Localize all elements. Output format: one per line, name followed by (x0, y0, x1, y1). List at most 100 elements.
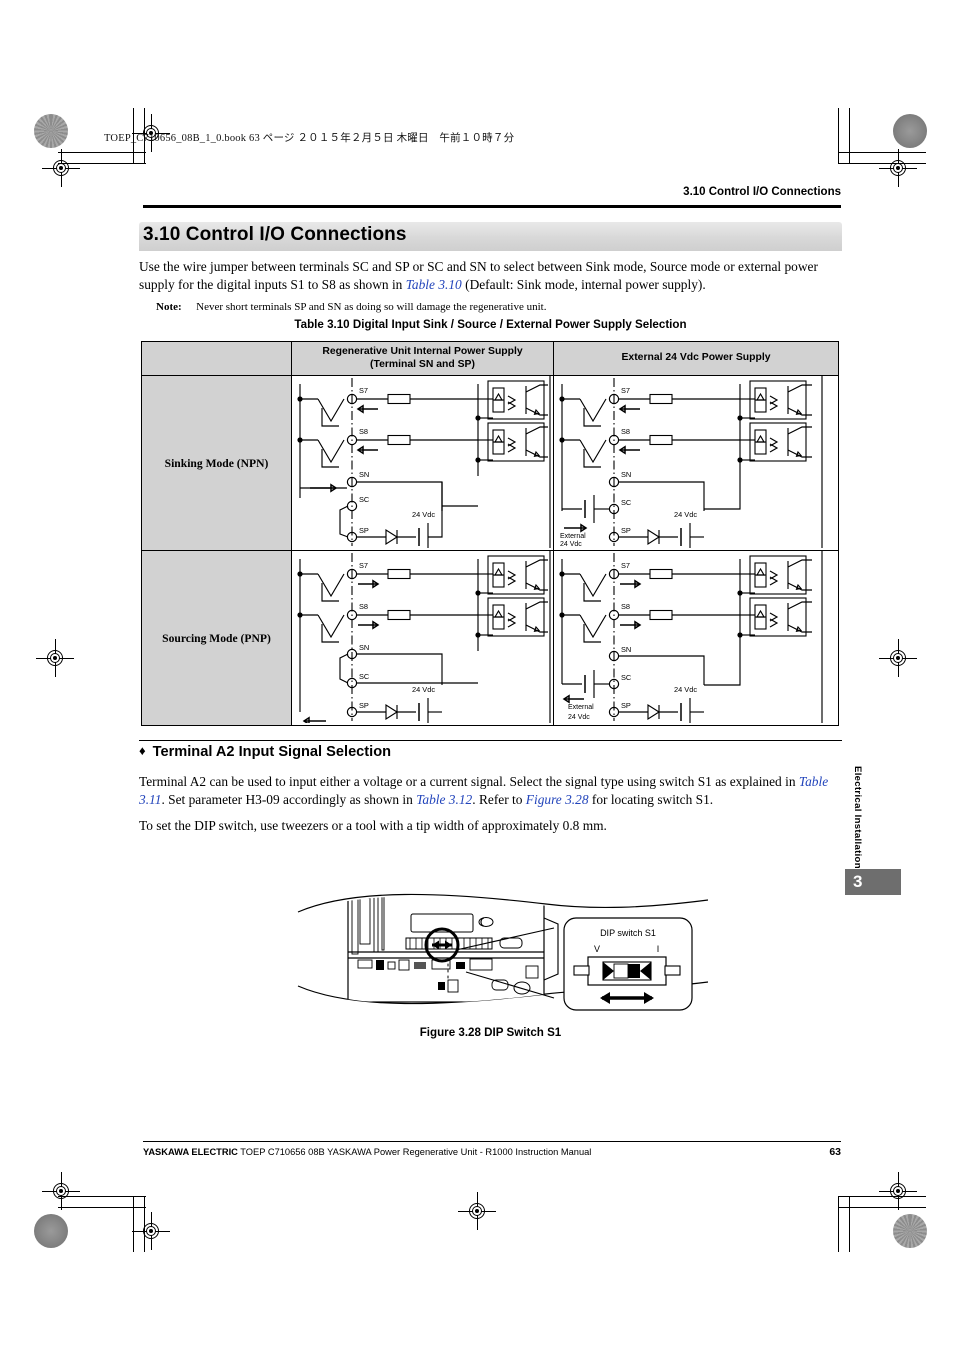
svg-text:SC: SC (621, 498, 632, 507)
subsection-paragraph-2: To set the DIP switch, use tweezers or a… (139, 818, 607, 833)
crop-line (838, 152, 926, 154)
callout-title: DIP switch S1 (600, 928, 656, 938)
note-text: Never short terminals SP and SN as doing… (196, 301, 547, 313)
crop-line (849, 108, 851, 164)
registration-mark (879, 1172, 917, 1210)
table-row: Sourcing Mode (PNP) S7 S8 (141, 550, 839, 726)
sink-source-table: Regenerative Unit Internal Power Supply … (141, 341, 839, 726)
table-header-row: Regenerative Unit Internal Power Supply … (141, 341, 839, 376)
svg-text:24 Vdc: 24 Vdc (412, 510, 435, 519)
dip-switch-highlight-arrow (432, 940, 452, 950)
chapter-side-label: Electrical Installation (852, 766, 863, 869)
crop-line (58, 1207, 146, 1209)
svg-text:SC: SC (359, 672, 370, 681)
running-head: 3.10 Control I/O Connections (683, 186, 841, 198)
row-label-sourcing-mode: Sourcing Mode (PNP) (141, 550, 292, 726)
svg-text:External: External (560, 533, 586, 540)
subsection-paragraph-1: Terminal A2 can be used to input either … (139, 773, 844, 808)
subsection-heading: ♦ Terminal A2 Input Signal Selection (139, 743, 392, 760)
svg-text:SN: SN (359, 643, 369, 652)
svg-text:S7: S7 (621, 386, 630, 395)
registration-mark (36, 639, 74, 677)
svg-text:24 Vdc: 24 Vdc (674, 685, 697, 694)
table-header-blank (141, 341, 292, 376)
crop-line (133, 108, 135, 164)
svg-text:S8: S8 (359, 427, 368, 436)
row-label-sinking-mode: Sinking Mode (NPN) (141, 375, 292, 551)
header-rule (143, 205, 841, 208)
crop-line (58, 1196, 146, 1198)
sub-text-b: . Set parameter H3-09 accordingly as sho… (161, 791, 417, 807)
circuit-sinking-internal: S7 S8 SN (291, 375, 554, 551)
registration-mark (132, 1212, 170, 1250)
circuit-sourcing-internal: S7 S8 SN SC (291, 550, 554, 726)
footer-company: YASKAWA ELECTRIC (143, 1147, 238, 1157)
svg-text:24 Vdc: 24 Vdc (412, 685, 435, 694)
svg-text:SN: SN (621, 470, 631, 479)
footer-text: YASKAWA ELECTRIC TOEP C710656 08B YASKAW… (143, 1147, 591, 1157)
svg-text:S8: S8 (359, 602, 368, 611)
xref-figure-3-28[interactable]: Figure 3.28 (525, 791, 589, 807)
subsection-title: Terminal A2 Input Signal Selection (152, 744, 392, 760)
registration-mark (879, 639, 917, 677)
svg-text:SP: SP (621, 701, 631, 710)
circuit-diagram-sinking-external: S7 S8 SN SC (559, 376, 823, 548)
figure-dip-switch: DIP switch S1 V I (296, 888, 716, 1036)
registration-mark (132, 114, 170, 152)
crop-line (58, 152, 146, 154)
circuit-sinking-external: S7 S8 SN SC (553, 375, 839, 551)
xref-table-3-11[interactable]: Table 3.11 (139, 774, 829, 807)
table-caption: Table 3.10 Digital Input Sink / Source /… (294, 318, 687, 331)
circuit-diagram-sinking-internal: S7 S8 SN (297, 376, 551, 548)
svg-text:SC: SC (359, 495, 370, 504)
svg-text:S7: S7 (359, 561, 368, 570)
svg-text:24 Vdc: 24 Vdc (560, 541, 582, 548)
page-number: 63 (829, 1146, 841, 1158)
crop-line (838, 1196, 840, 1252)
subsection-rule (139, 740, 842, 742)
chapter-number-tab: 3 (845, 869, 901, 895)
crop-line (838, 163, 926, 165)
crop-line (838, 1196, 926, 1198)
circuit-diagram-sourcing-internal: S7 S8 SN SC (297, 551, 551, 723)
intro-paragraph: Use the wire jumper between terminals SC… (139, 258, 844, 293)
svg-text:24 Vdc: 24 Vdc (674, 510, 697, 519)
svg-text:S7: S7 (621, 561, 630, 570)
svg-text:S8: S8 (621, 602, 630, 611)
table-header-external-supply: External 24 Vdc Power Supply (553, 341, 839, 376)
note-label: Note: (156, 301, 182, 313)
registration-mark (42, 1172, 80, 1210)
svg-text:SP: SP (359, 526, 369, 535)
sub-text-d: for locating switch S1. (588, 791, 714, 807)
print-file-info: TOEP_C710656_08B_1_0.book 63 ページ ２０１５年２月… (104, 133, 515, 144)
note-line: Note: Never short terminals SP and SN as… (156, 301, 846, 313)
figure-dip-switch-drawing: DIP switch S1 V I (297, 893, 709, 1011)
density-blob (893, 114, 927, 148)
crop-line (838, 108, 840, 164)
header-line-1: Regenerative Unit Internal Power Supply (322, 346, 523, 357)
page-title: 3.10 Control I/O Connections (143, 224, 407, 245)
xref-table-3-10[interactable]: Table 3.10 (405, 276, 462, 292)
svg-text:SC: SC (621, 673, 632, 682)
svg-text:S7: S7 (359, 386, 368, 395)
xref-table-3-12[interactable]: Table 3.12 (416, 791, 473, 807)
intro-text-a: Use the wire jumper between terminals SC… (139, 259, 818, 292)
svg-text:External: External (568, 704, 594, 711)
crop-line (838, 1207, 926, 1209)
crop-line (849, 1196, 851, 1252)
diamond-bullet-icon: ♦ (139, 743, 146, 758)
intro-text-b: (Default: Sink mode, internal power supp… (461, 276, 706, 292)
density-blob (893, 1214, 927, 1248)
circuit-sourcing-external: S7 S8 SN SC (553, 550, 839, 726)
header-line-2: (Terminal SN and SP) (370, 358, 475, 370)
crop-line (58, 163, 146, 165)
svg-text:SN: SN (359, 470, 369, 479)
sub-text-a: Terminal A2 can be used to input either … (139, 774, 799, 789)
density-blob (34, 114, 68, 148)
registration-mark (458, 1192, 496, 1230)
section-title-bar (139, 222, 842, 251)
crop-line (144, 1196, 146, 1252)
switch-label-i: I (657, 944, 660, 954)
crop-line (133, 1196, 135, 1252)
switch-direction-arrow (600, 992, 654, 1004)
